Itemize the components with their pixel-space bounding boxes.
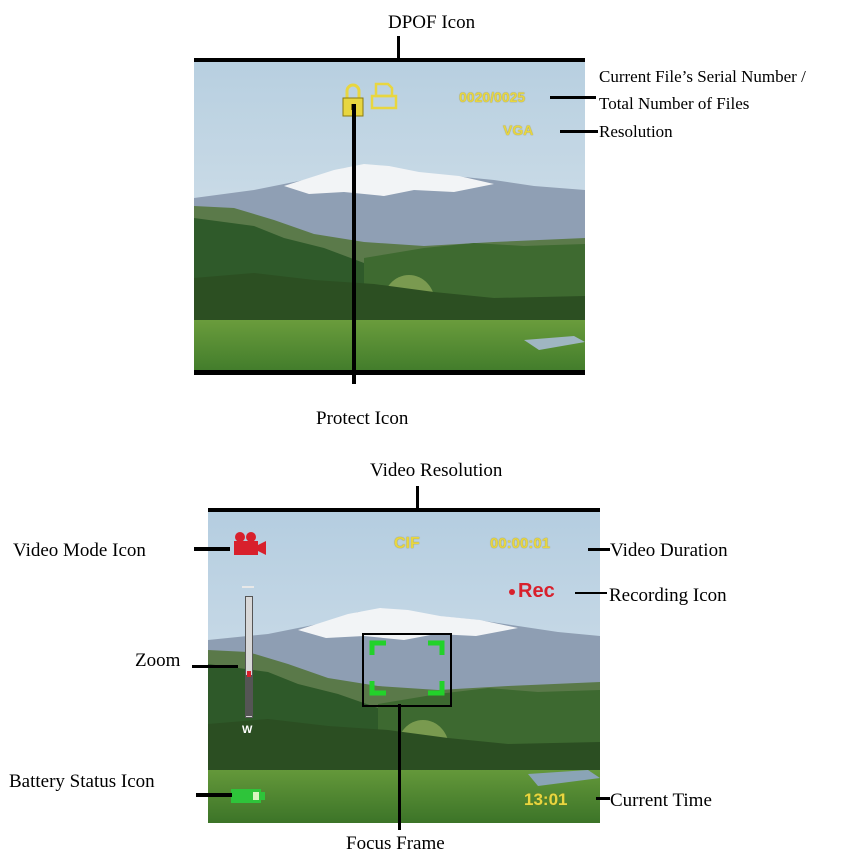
video-resolution-label: Video Resolution (370, 460, 503, 481)
zoom-wide-label: W (242, 724, 253, 736)
focus-frame-leader (398, 704, 401, 830)
playback-screen: 0020/0025 VGA (194, 58, 585, 375)
zoom-level-marker (247, 671, 251, 677)
serial-number-label-line2: Total Number of Files (599, 94, 750, 113)
serial-number-leader (550, 96, 596, 99)
focus-brackets (369, 640, 445, 696)
protect-icon-label: Protect Icon (316, 408, 409, 429)
current-time-label: Current Time (610, 790, 712, 811)
focus-frame-icon (362, 633, 452, 707)
video-mode-leader (194, 547, 230, 551)
zoom-track (245, 596, 253, 718)
dpof-icon-label: DPOF Icon (388, 12, 476, 33)
file-counter: 0020/0025 (459, 89, 526, 105)
zoom-leader (192, 665, 238, 668)
video-duration-label: Video Duration (610, 540, 728, 561)
current-time-value: 13:01 (524, 790, 568, 809)
video-duration-leader (588, 548, 610, 551)
recording-icon-label: Recording Icon (609, 585, 727, 606)
screen-top-bar (194, 58, 585, 62)
protect-leader (352, 104, 356, 384)
recording-value: Rec (518, 580, 555, 602)
zoom-top-tick (242, 586, 254, 588)
video-resolution-leader (416, 486, 419, 528)
current-time-leader (596, 797, 610, 800)
video-mode-label: Video Mode Icon (13, 540, 146, 561)
battery-icon (231, 789, 265, 803)
focus-frame-label: Focus Frame (346, 833, 445, 854)
resolution-value: VGA (503, 122, 534, 138)
zoom-label: Zoom (135, 650, 181, 671)
screen-bottom-bar (194, 370, 585, 375)
dpof-leader (397, 36, 400, 78)
zoom-bar (241, 596, 255, 718)
video-screen: CIF 00:00:01 Rec W 13:01 (208, 508, 600, 823)
battery-label: Battery Status Icon (9, 771, 155, 792)
video-camera-icon (234, 532, 266, 555)
zoom-level-fill (246, 675, 252, 716)
serial-number-label: Current File’s Serial Number / Total Num… (599, 63, 806, 117)
landscape-preview (208, 508, 600, 823)
dpof-print-icon (370, 82, 398, 110)
video-screen-top-bar (208, 508, 600, 512)
video-resolution-value: CIF (394, 535, 420, 552)
recording-leader (575, 592, 607, 594)
recording-dot-icon (509, 589, 515, 595)
resolution-leader (560, 130, 598, 133)
serial-number-label-line1: Current File’s Serial Number / (599, 67, 806, 86)
resolution-label: Resolution (599, 122, 673, 141)
landscape-photo (194, 58, 585, 375)
video-duration-value: 00:00:01 (490, 535, 551, 552)
battery-leader (196, 793, 232, 797)
